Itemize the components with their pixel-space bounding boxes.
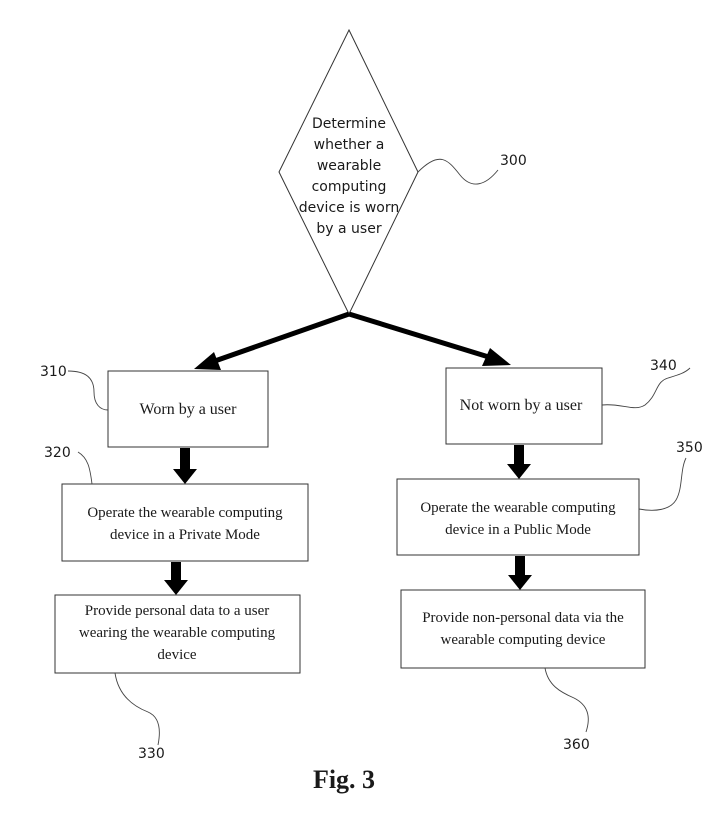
- condition-worn-label: Worn by a user: [140, 401, 238, 418]
- ref-label-300: 300: [500, 153, 527, 169]
- decision-line-1: Determine: [312, 116, 386, 132]
- ref-leader-340: [601, 367, 691, 409]
- arrow-head-worn-to-private: [173, 469, 197, 484]
- ref-label-340: 340: [650, 358, 677, 374]
- ref-label-360: 360: [563, 737, 590, 753]
- decision-line-6: by a user: [316, 221, 381, 237]
- result-personal-line-1: Provide personal data to a user: [85, 603, 270, 619]
- result-box-personal: [54, 594, 301, 674]
- decision-line-3: wearable: [317, 158, 381, 174]
- decision-node: Determine whether a wearable computing d…: [278, 28, 419, 316]
- arrow-to-not-worn: [348, 311, 493, 361]
- ref-leader-360: [544, 667, 589, 733]
- ref-leader-320: [77, 451, 93, 485]
- ref-leader-310: [67, 370, 109, 411]
- result-personal-line-3: device: [157, 647, 196, 663]
- condition-box-not-worn: [445, 367, 603, 445]
- ref-leader-300: [417, 158, 499, 185]
- condition-not-worn-label: Not worn by a user: [460, 397, 583, 414]
- mode-private-line-2: device in a Private Mode: [110, 527, 260, 543]
- ref-label-320: 320: [44, 445, 71, 461]
- arrow-head-not-worn: [482, 348, 511, 366]
- mode-private-line-1: Operate the wearable computing: [87, 505, 283, 521]
- arrow-head-public-to-nonpersonal: [508, 575, 532, 590]
- result-nonpersonal-line-2: wearable computing device: [441, 632, 606, 648]
- arrow-head-worn: [194, 352, 221, 370]
- result-personal-line-2: wearing the wearable computing: [79, 625, 276, 641]
- decision-line-2: whether a: [314, 137, 385, 153]
- ref-leader-350: [638, 457, 687, 511]
- arrow-to-worn: [211, 311, 350, 365]
- mode-public-line-2: device in a Public Mode: [445, 522, 591, 538]
- arrow-head-not-worn-to-public: [507, 464, 531, 479]
- ref-label-310: 310: [40, 364, 67, 380]
- arrow-head-private-to-personal: [164, 580, 188, 595]
- mode-box-private: [61, 483, 309, 562]
- mode-box-public: [396, 478, 640, 556]
- result-nonpersonal-line-1: Provide non-personal data via the: [422, 610, 624, 626]
- mode-public-line-1: Operate the wearable computing: [420, 500, 616, 516]
- figure-caption: Fig. 3: [313, 765, 375, 794]
- ref-leader-330: [114, 672, 160, 746]
- condition-box-worn: [107, 370, 269, 448]
- ref-label-350: 350: [676, 440, 703, 456]
- decision-line-5: device is worn: [299, 200, 399, 216]
- decision-line-4: computing: [312, 179, 387, 195]
- ref-label-330: 330: [138, 746, 165, 762]
- result-box-non-personal: [400, 589, 646, 669]
